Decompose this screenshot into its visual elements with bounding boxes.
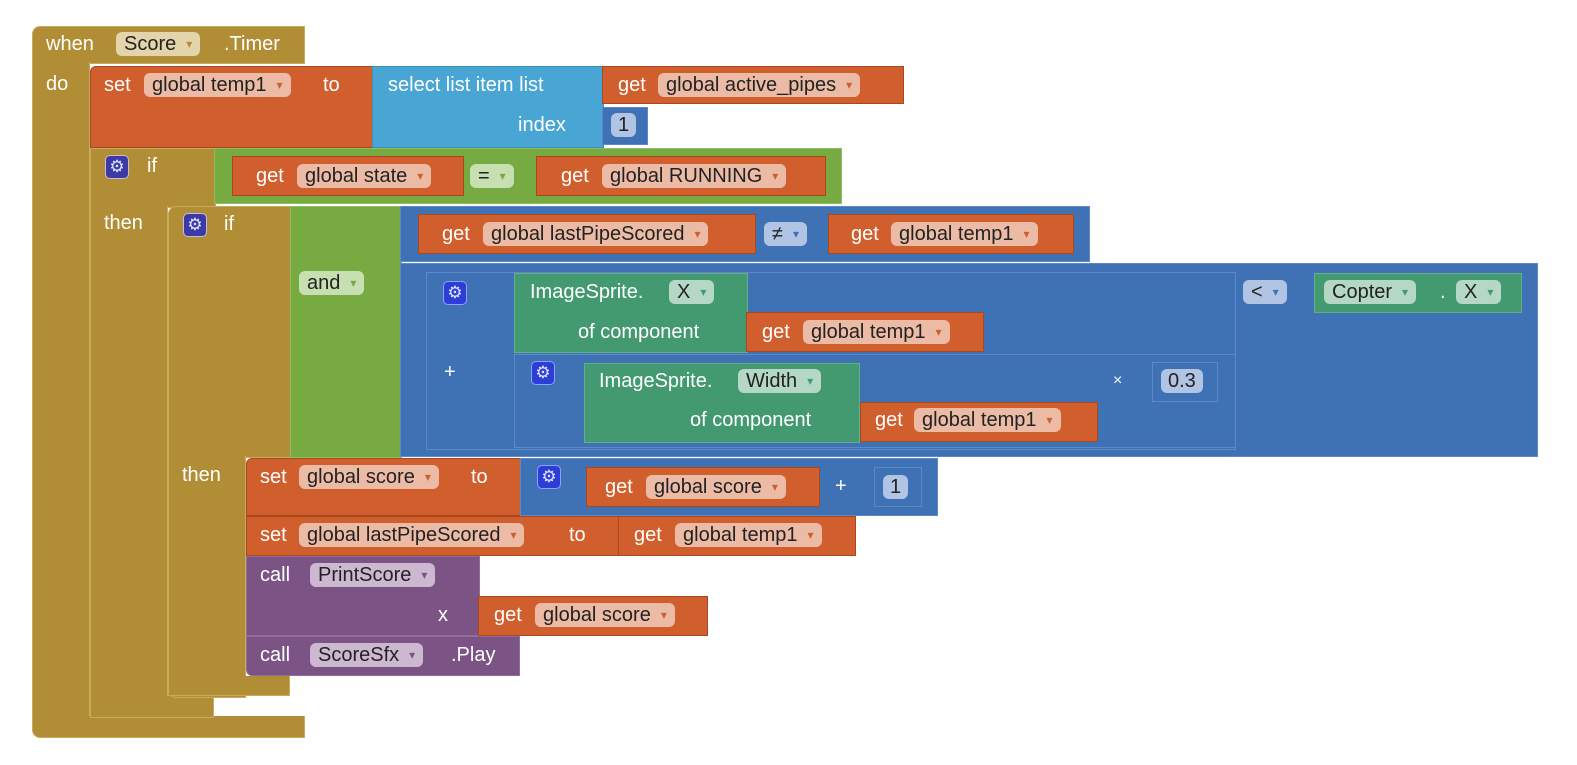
event-bottom-bar	[32, 716, 305, 738]
mutator-gear-icon[interactable]: ⚙	[531, 361, 555, 385]
do-label: do	[46, 73, 69, 95]
select-list-item-block[interactable]	[372, 66, 604, 148]
call-label: call	[260, 564, 291, 586]
when-label: when	[46, 33, 94, 55]
variable-dropdown[interactable]: global temp1	[144, 73, 291, 97]
imagesprite-label: ImageSprite.	[530, 281, 644, 303]
dot-label: .	[1440, 281, 1446, 303]
variable-dropdown[interactable]: global RUNNING	[602, 164, 787, 188]
variable-dropdown[interactable]: global temp1	[914, 408, 1061, 432]
factor-number-field[interactable]: 0.3	[1161, 369, 1203, 393]
less-than-operator-dropdown[interactable]: <	[1243, 280, 1287, 304]
equals-operator-dropdown[interactable]: =	[470, 164, 514, 188]
variable-dropdown[interactable]: global active_pipes	[658, 73, 861, 97]
if-block-inner[interactable]	[168, 206, 292, 458]
variable-dropdown[interactable]: global temp1	[675, 523, 822, 547]
procedure-dropdown[interactable]: PrintScore	[310, 563, 436, 587]
if-outer-bottom	[90, 696, 214, 718]
set-label: set	[104, 74, 131, 96]
event-name-label: .Timer	[224, 33, 280, 55]
get-label: get	[442, 223, 470, 245]
property-dropdown[interactable]: X	[1456, 280, 1502, 304]
of-component-label: of component	[690, 409, 812, 431]
variable-dropdown[interactable]: global score	[535, 603, 675, 627]
get-label: get	[256, 165, 284, 187]
mutator-gear-icon[interactable]: ⚙	[105, 155, 129, 179]
times-label: ×	[1113, 372, 1123, 389]
increment-number-field[interactable]: 1	[883, 475, 909, 499]
get-label: get	[494, 604, 522, 626]
mutator-gear-icon[interactable]: ⚙	[443, 281, 467, 305]
not-equal-operator-dropdown[interactable]: ≠	[764, 222, 807, 246]
property-dropdown[interactable]: X	[669, 280, 715, 304]
select-list-item-label: select list item list	[388, 74, 544, 96]
of-component-label: of component	[578, 321, 700, 343]
property-dropdown[interactable]: Width	[738, 369, 822, 393]
to-label: to	[323, 74, 340, 96]
to-label: to	[471, 466, 488, 488]
component-dropdown[interactable]: Score	[116, 32, 201, 56]
event-do-spine	[32, 62, 90, 722]
get-label: get	[605, 476, 633, 498]
set-label: set	[260, 466, 287, 488]
variable-dropdown[interactable]: global score	[299, 465, 439, 489]
if-label: if	[147, 155, 157, 177]
get-label: get	[634, 524, 662, 546]
get-label: get	[762, 321, 790, 343]
mutator-gear-icon[interactable]: ⚙	[537, 465, 561, 489]
mutator-gear-icon[interactable]: ⚙	[183, 213, 207, 237]
imagesprite-width-getter[interactable]	[584, 363, 860, 443]
plus-label: +	[444, 361, 456, 383]
set-label: set	[260, 524, 287, 546]
variable-dropdown[interactable]: global score	[646, 475, 786, 499]
if-inner-bottom	[168, 676, 290, 696]
call-label: call	[260, 644, 291, 666]
get-label: get	[851, 223, 879, 245]
and-block[interactable]	[290, 206, 402, 458]
variable-dropdown[interactable]: global state	[297, 164, 432, 188]
if-outer-spine	[90, 206, 168, 716]
get-label: get	[618, 74, 646, 96]
get-label: get	[875, 409, 903, 431]
component-dropdown[interactable]: Copter	[1324, 280, 1417, 304]
method-label: .Play	[451, 644, 496, 666]
if-label: if	[224, 213, 234, 235]
then-label: then	[182, 464, 221, 486]
to-label: to	[569, 524, 586, 546]
index-number-field[interactable]: 1	[611, 113, 637, 137]
variable-dropdown[interactable]: global temp1	[803, 320, 950, 344]
variable-dropdown[interactable]: global temp1	[891, 222, 1038, 246]
then-label: then	[104, 212, 143, 234]
imagesprite-label: ImageSprite.	[599, 370, 713, 392]
get-label: get	[561, 165, 589, 187]
and-operator-dropdown[interactable]: and	[299, 271, 365, 295]
plus-label: +	[835, 475, 847, 497]
number-block[interactable]	[874, 467, 922, 507]
component-dropdown[interactable]: ScoreSfx	[310, 643, 424, 667]
index-label: index	[518, 114, 566, 136]
variable-dropdown[interactable]: global lastPipeScored	[299, 523, 525, 547]
if-inner-spine	[168, 456, 246, 698]
variable-dropdown[interactable]: global lastPipeScored	[483, 222, 709, 246]
arg-x-label: x	[438, 604, 448, 626]
